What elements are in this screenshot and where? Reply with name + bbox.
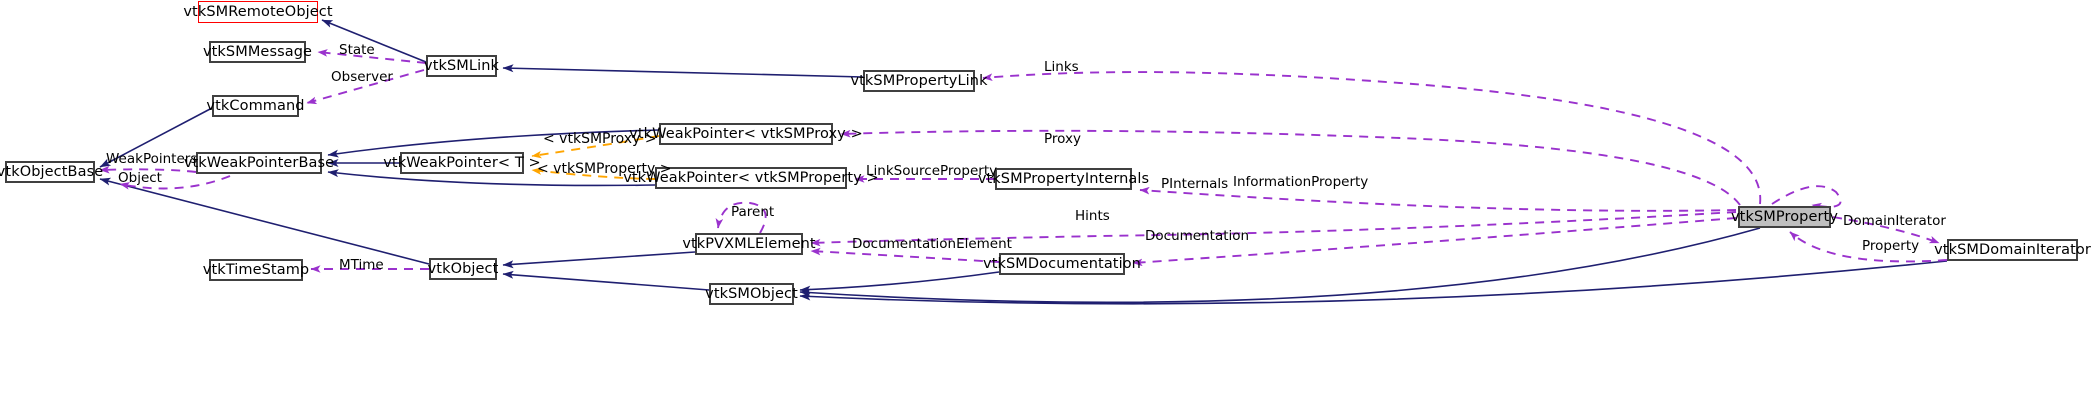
class-node-label: vtkTimeStamp xyxy=(202,261,310,278)
class-node-vtkobjectbase[interactable]: vtkObjectBase xyxy=(0,161,103,183)
class-node-label: vtkWeakPointerBase xyxy=(183,154,335,171)
class-node-label: vtkSMMessage xyxy=(202,43,313,60)
class-node-vtksmpropertylink[interactable]: vtkSMPropertyLink xyxy=(850,70,987,92)
class-node-vtktimestamp[interactable]: vtkTimeStamp xyxy=(203,259,309,281)
class-node-label: vtkSMLink xyxy=(424,57,499,74)
class-node-vtksmproperty[interactable]: vtkSMProperty xyxy=(1731,206,1838,228)
edge-label-weakpointers: WeakPointers xyxy=(106,151,198,167)
class-node-label: vtkWeakPointer< T > xyxy=(383,154,541,171)
inheritance-edges xyxy=(99,19,1948,305)
class-node-label: vtkSMDomainIterator xyxy=(1934,241,2091,258)
edge-label-pinternals: PInternals xyxy=(1161,176,1229,192)
edge-label-links: Links xyxy=(1044,59,1079,75)
class-node-label: vtkSMRemoteObject xyxy=(183,3,333,20)
class-node-label: vtkSMProperty xyxy=(1730,208,1839,225)
edge-label-template-vtksmproperty: < vtkSMProperty > xyxy=(537,161,672,177)
edge-label-documentationelement: DocumentationElement xyxy=(852,236,1012,252)
edge-label-proxy: Proxy xyxy=(1044,131,1081,147)
edge-label-documentation: Documentation xyxy=(1145,228,1250,244)
class-node-vtksmmessage[interactable]: vtkSMMessage xyxy=(203,41,312,63)
edge-label-mtime: MTime xyxy=(339,257,384,273)
class-node-vtksmremoteobject[interactable]: vtkSMRemoteObject xyxy=(183,1,333,23)
class-node-label: vtkSMObject xyxy=(705,285,798,302)
class-node-label: vtkObject xyxy=(427,260,499,277)
class-node-label: vtkSMDocumentation xyxy=(983,255,1141,272)
class-node-vtkweakpointer-t[interactable]: vtkWeakPointer< T > xyxy=(383,152,541,174)
edge-label-hints: Hints xyxy=(1075,208,1110,224)
class-node-vtksmpropertyinternals[interactable]: vtkSMPropertyInternals xyxy=(978,168,1149,190)
edge-label-observer: Observer xyxy=(331,69,393,85)
edge-label-parent: Parent xyxy=(731,204,775,220)
class-node-vtkcommand[interactable]: vtkCommand xyxy=(206,95,305,117)
class-node-vtkweakpointerbase[interactable]: vtkWeakPointerBase xyxy=(184,152,334,174)
class-node-vtkweakpointer-vtksmproperty[interactable]: vtkWeakPointer< vtkSMProperty > xyxy=(623,167,879,189)
edge-label-informationproperty: InformationProperty xyxy=(1233,174,1369,190)
class-node-vtksmdocumentation[interactable]: vtkSMDocumentation xyxy=(983,253,1141,275)
class-node-label: vtkPVXMLElement xyxy=(682,235,816,252)
class-node-vtksmdomainiterator[interactable]: vtkSMDomainIterator xyxy=(1934,239,2091,261)
class-node-vtkpvxmlelement[interactable]: vtkPVXMLElement xyxy=(682,233,816,255)
class-node-label: vtkWeakPointer< vtkSMProxy > xyxy=(629,125,863,142)
usage-edges xyxy=(99,49,1948,273)
class-node-label: vtkCommand xyxy=(206,97,305,114)
class-node-label: vtkSMPropertyLink xyxy=(850,72,988,89)
edge-label-linksourceproperty: LinkSourceProperty xyxy=(866,163,998,179)
class-node-label: vtkSMPropertyInternals xyxy=(977,170,1150,187)
edge-label-property: Property xyxy=(1862,238,1920,254)
class-node-label: vtkObjectBase xyxy=(0,163,104,180)
edge-label-domainiterator: DomainIterator xyxy=(1843,213,1946,229)
edge-label-state: State xyxy=(339,42,375,58)
class-node-label: vtkWeakPointer< vtkSMProperty > xyxy=(623,169,879,186)
class-node-vtksmlink[interactable]: vtkSMLink xyxy=(424,55,499,77)
edge-label-template-vtksmproxy: < vtkSMProxy > xyxy=(543,131,657,147)
class-node-vtkweakpointer-vtksmproxy[interactable]: vtkWeakPointer< vtkSMProxy > xyxy=(629,123,863,145)
template-edges xyxy=(531,135,660,180)
class-node-vtkobject[interactable]: vtkObject xyxy=(427,258,499,280)
class-node-vtksmobject[interactable]: vtkSMObject xyxy=(705,283,798,305)
edge-label-object: Object xyxy=(118,170,162,186)
